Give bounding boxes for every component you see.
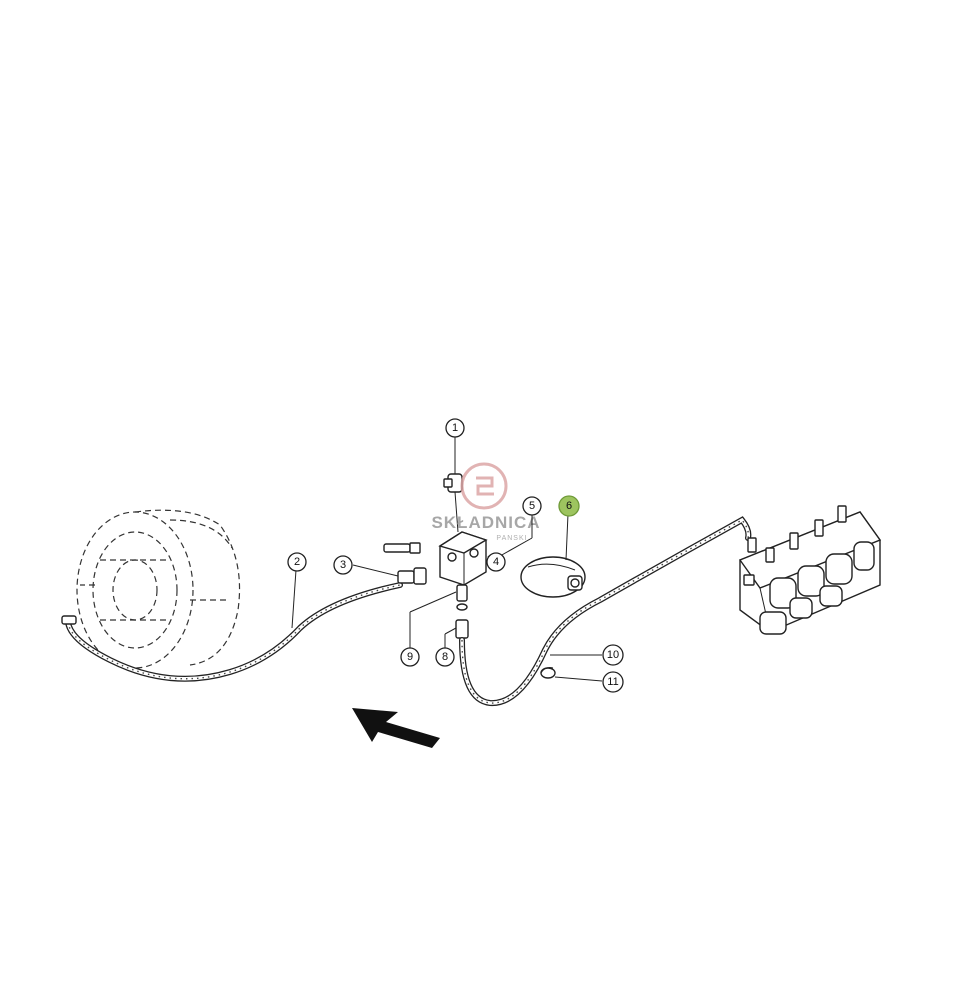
accumulator-6	[520, 556, 586, 598]
watermark-subtitle: PANSKI	[496, 535, 527, 542]
hose-10	[459, 516, 752, 707]
callout-1-label: 1	[452, 422, 458, 434]
callout-9[interactable]: 9	[400, 647, 420, 667]
callout-11-label: 11	[607, 676, 618, 688]
callout-4-label: 4	[493, 556, 499, 568]
clip-11	[540, 667, 556, 679]
callout-4[interactable]: 4	[486, 552, 506, 572]
callout-5-label: 5	[529, 500, 535, 512]
callout-9-label: 9	[407, 651, 413, 663]
fitting-3	[383, 542, 427, 585]
callout-8[interactable]: 8	[435, 647, 455, 667]
watermark-logo-icon	[460, 462, 508, 510]
callout-5[interactable]: 5	[522, 496, 542, 516]
callout-3[interactable]: 3	[333, 555, 353, 575]
callout-8-label: 8	[442, 651, 448, 663]
leader-lines	[291, 436, 603, 682]
direction-arrow-icon	[352, 708, 440, 748]
callout-3-label: 3	[340, 559, 346, 571]
seal-8	[455, 619, 469, 639]
callout-6[interactable]: 6	[558, 495, 580, 517]
control-valve-bank	[738, 505, 882, 635]
watermark-brand: SKŁADNICA	[431, 513, 540, 532]
callout-2-label: 2	[294, 556, 300, 568]
callout-11[interactable]: 11	[602, 671, 624, 693]
watermark: SKŁADNICA PANSKI	[431, 462, 540, 542]
callout-1[interactable]: 1	[445, 418, 465, 438]
callout-10-label: 10	[607, 649, 619, 661]
hose-2	[61, 582, 403, 682]
callout-6-label: 6	[566, 500, 572, 512]
valve-block-4	[438, 473, 488, 586]
wheel-hub-outline	[76, 509, 241, 669]
callout-2[interactable]: 2	[287, 552, 307, 572]
fitting-9	[456, 584, 468, 611]
callout-10[interactable]: 10	[602, 644, 624, 666]
